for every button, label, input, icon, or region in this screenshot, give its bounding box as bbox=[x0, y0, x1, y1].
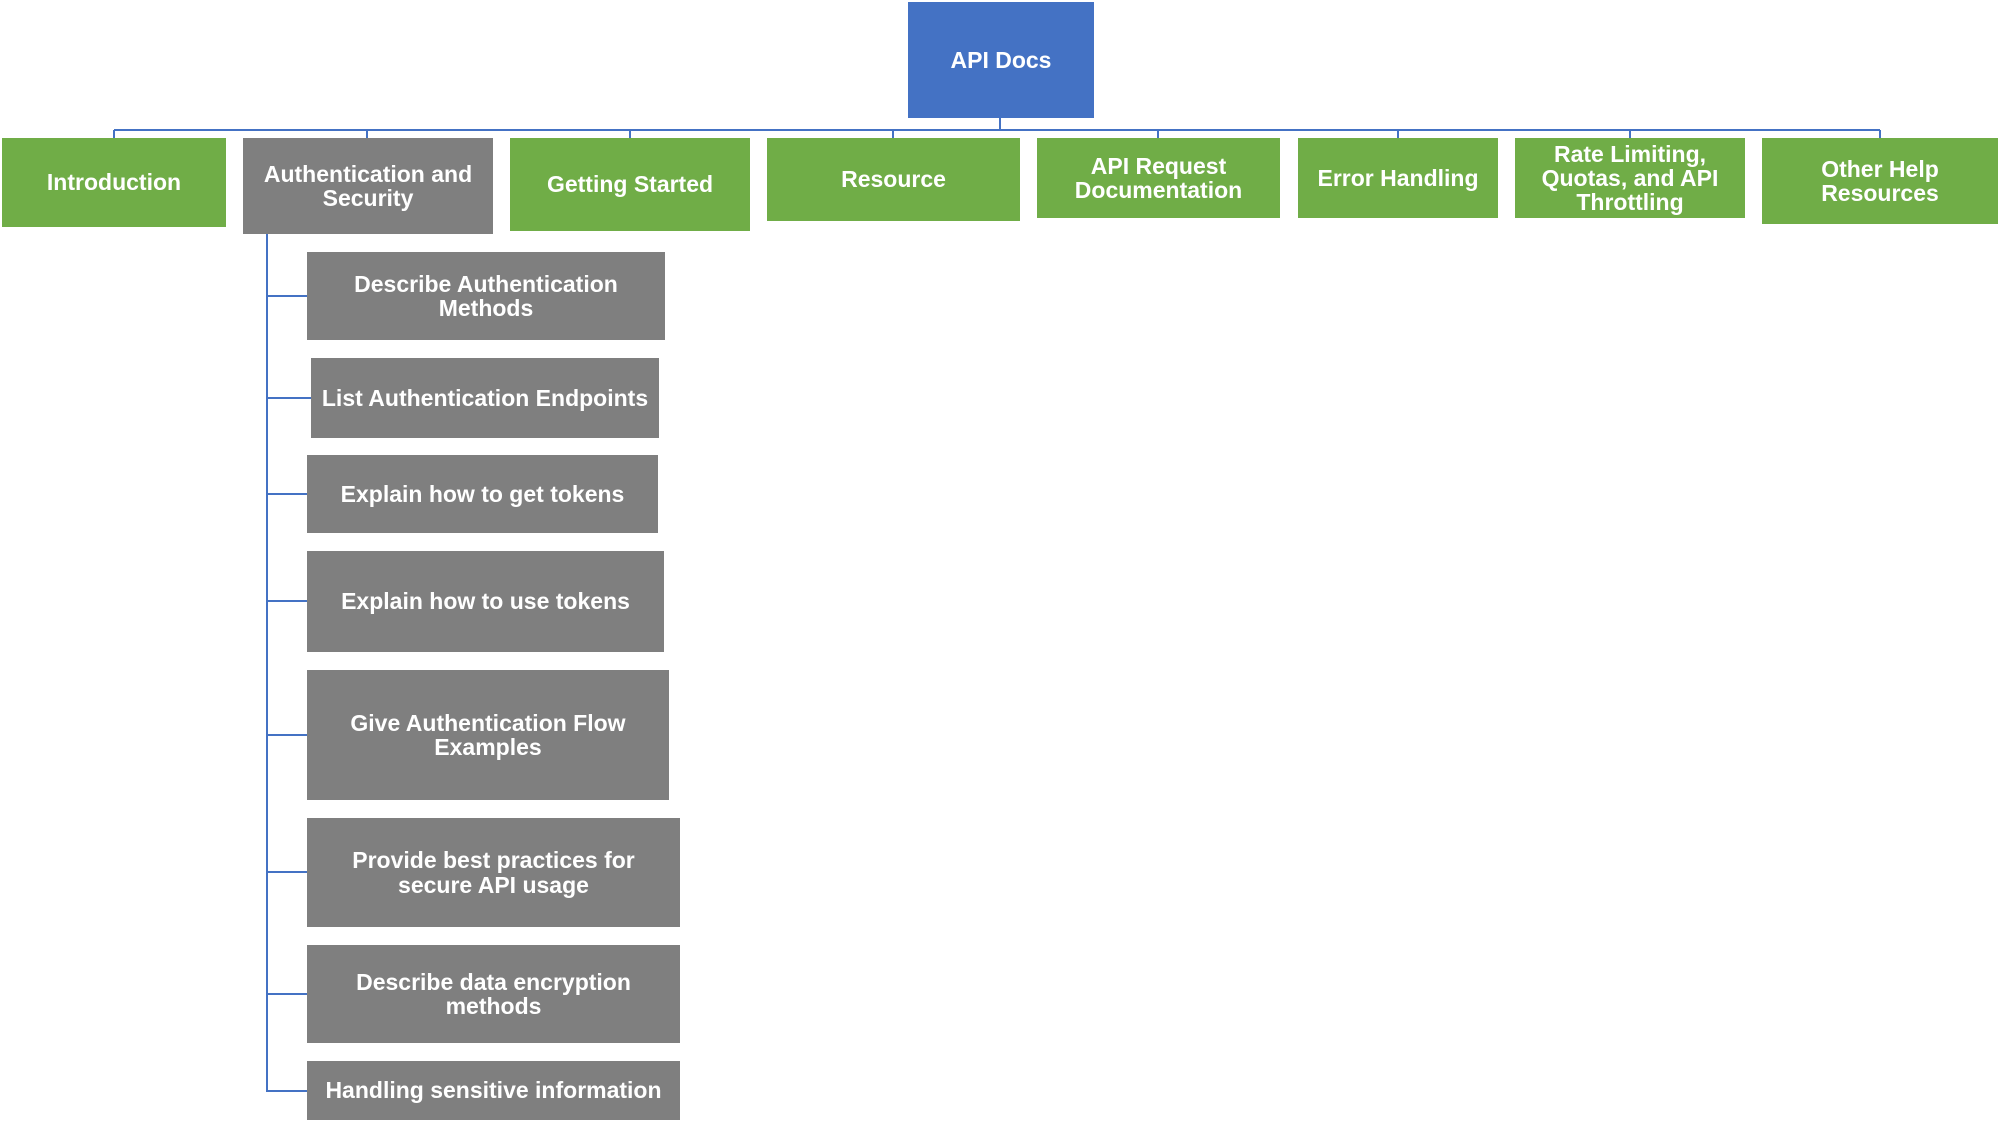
section-introduction[interactable]: Introduction bbox=[2, 138, 226, 227]
section-label: Error Handling bbox=[1317, 164, 1479, 191]
section-label: API Request Documentation bbox=[1074, 152, 1243, 203]
child-label: Give Authentication Flow Examples bbox=[350, 709, 626, 760]
section-authentication-and-security[interactable]: Authentication and Security bbox=[243, 138, 493, 234]
child-label: List Authentication Endpoints bbox=[321, 384, 649, 411]
section-label: Other Help Resources bbox=[1821, 155, 1939, 206]
auth-child-authentication-flow-examples[interactable]: Give Authentication Flow Examples bbox=[307, 670, 669, 800]
section-other-help-resources[interactable]: Other Help Resources bbox=[1762, 138, 1998, 224]
child-label: Explain how to get tokens bbox=[340, 480, 625, 507]
section-getting-started[interactable]: Getting Started bbox=[510, 138, 750, 231]
root-node-label: API Docs bbox=[950, 46, 1052, 73]
child-label: Describe data encryption methods bbox=[356, 968, 631, 1019]
child-label: Provide best practices for secure API us… bbox=[352, 847, 635, 898]
auth-child-handling-sensitive-information[interactable]: Handling sensitive information bbox=[307, 1061, 680, 1120]
child-label: Handling sensitive information bbox=[325, 1077, 662, 1104]
section-rate-limiting-quotas-throttling[interactable]: Rate Limiting, Quotas, and API Throttlin… bbox=[1515, 138, 1745, 218]
section-label: Resource bbox=[841, 166, 946, 193]
auth-child-data-encryption-methods[interactable]: Describe data encryption methods bbox=[307, 945, 680, 1043]
auth-child-secure-api-best-practices[interactable]: Provide best practices for secure API us… bbox=[307, 818, 680, 927]
child-label: Describe Authentication Methods bbox=[354, 270, 618, 321]
auth-child-list-authentication-endpoints[interactable]: List Authentication Endpoints bbox=[311, 358, 659, 438]
root-node-api-docs[interactable]: API Docs bbox=[908, 2, 1094, 118]
section-label: Getting Started bbox=[546, 171, 714, 198]
child-label: Explain how to use tokens bbox=[341, 588, 630, 615]
auth-child-explain-use-tokens[interactable]: Explain how to use tokens bbox=[307, 551, 664, 652]
child-spine-line bbox=[266, 234, 307, 1092]
section-label: Authentication and Security bbox=[263, 160, 473, 211]
section-label: Introduction bbox=[46, 169, 182, 196]
section-label: Rate Limiting, Quotas, and API Throttlin… bbox=[1541, 140, 1719, 216]
section-error-handling[interactable]: Error Handling bbox=[1298, 138, 1498, 218]
auth-child-explain-get-tokens[interactable]: Explain how to get tokens bbox=[307, 455, 658, 533]
section-api-request-documentation[interactable]: API Request Documentation bbox=[1037, 138, 1280, 218]
section-resource[interactable]: Resource bbox=[767, 138, 1020, 221]
auth-child-describe-authentication-methods[interactable]: Describe Authentication Methods bbox=[307, 252, 665, 340]
